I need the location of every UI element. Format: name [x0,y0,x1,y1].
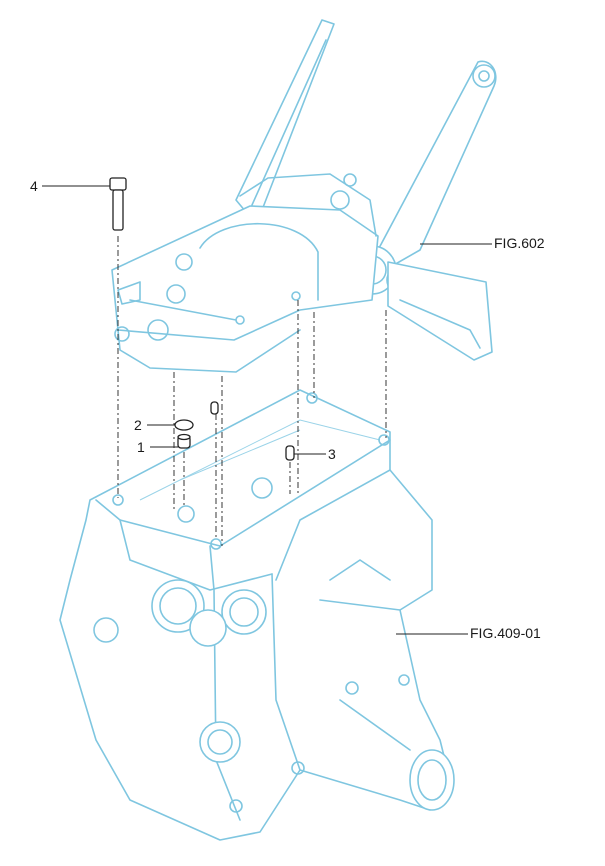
dowel-pin-part-3 [285,445,295,461]
callout-part-3: 3 [328,446,336,462]
callout-part-4: 4 [30,178,38,194]
o-ring-part-2 [174,419,194,431]
leader-lines [42,185,492,635]
callout-part-2: 2 [134,417,142,433]
sleeve-part-1 [177,433,191,449]
lower-transmission-case [59,389,455,841]
upper-lift-assembly [111,19,497,373]
figure-reference-lower: FIG.409-01 [470,625,541,641]
bolt-part-4 [109,177,127,231]
figure-reference-upper: FIG.602 [494,235,545,251]
dowel-pin-upper [210,401,219,415]
alignment-lines [117,236,387,546]
callout-part-1: 1 [137,439,145,455]
